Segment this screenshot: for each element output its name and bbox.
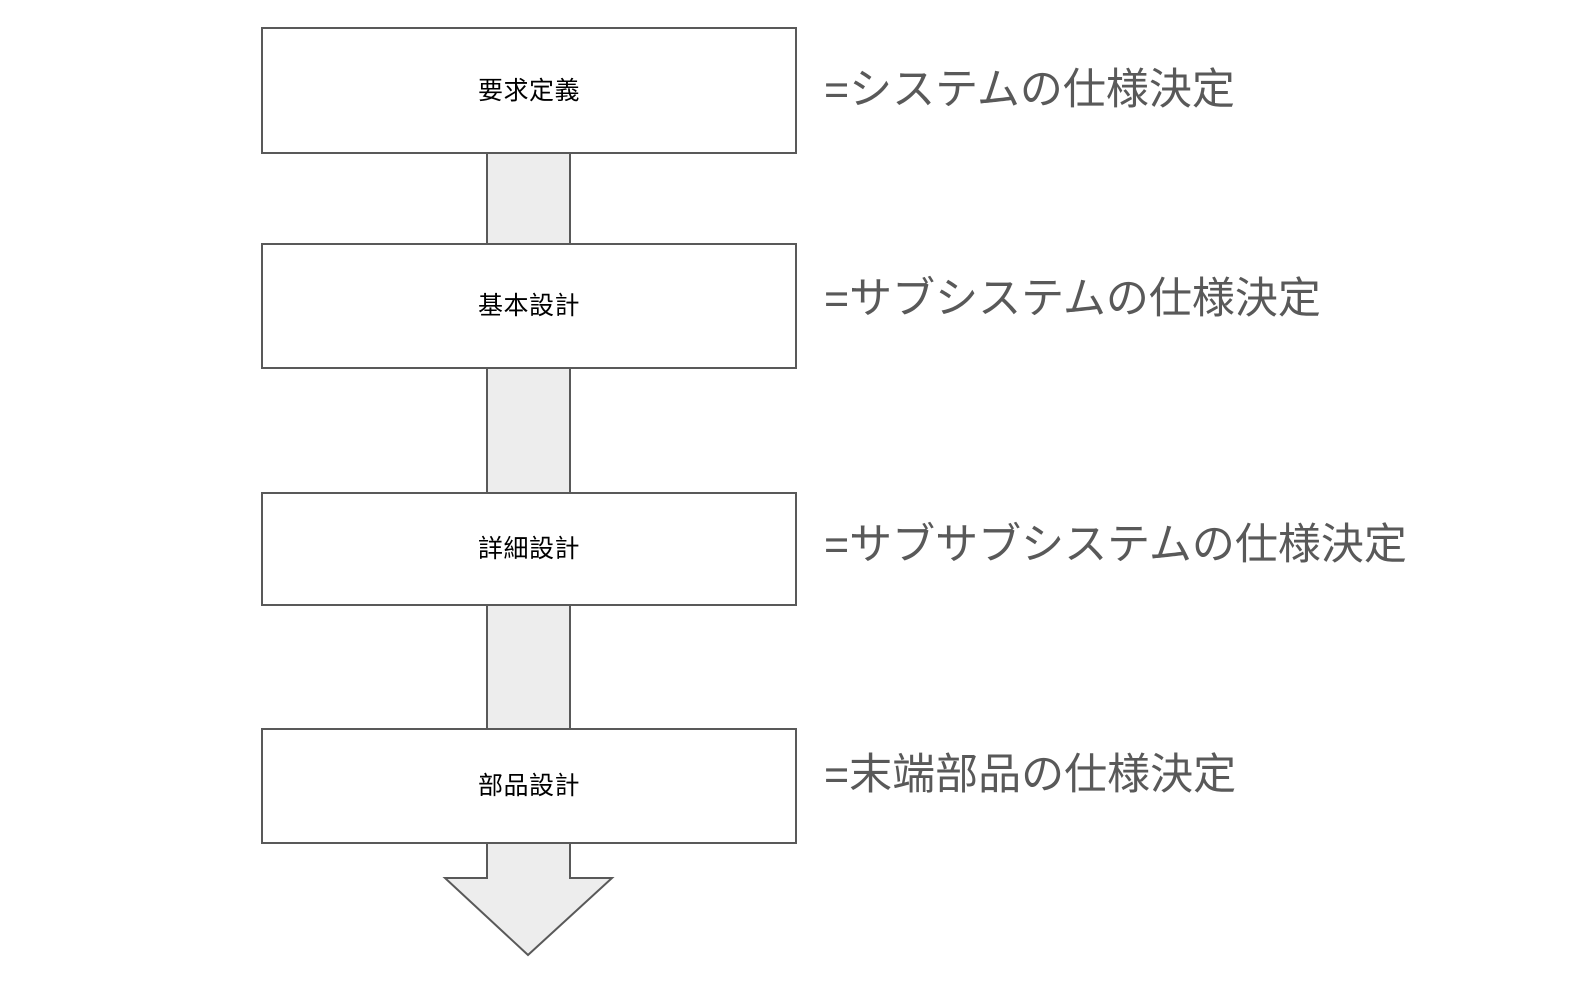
annotation-detailed-design: =サブサブシステムの仕様決定 [824,521,1407,569]
annotation-basic-design: =サブシステムの仕様決定 [824,275,1321,323]
process-box-requirements[interactable]: 要求定義 [261,27,797,154]
annotation-text: =サブシステムの仕様決定 [824,275,1321,323]
process-box-basic-design[interactable]: 基本設計 [261,243,797,369]
annotation-part-design: =末端部品の仕様決定 [824,751,1237,799]
annotation-text: =サブサブシステムの仕様決定 [824,521,1407,569]
annotation-requirements: =システムの仕様決定 [824,66,1235,114]
annotation-text: =システムの仕様決定 [824,66,1235,114]
process-box-part-design[interactable]: 部品設計 [261,728,797,844]
process-box-detailed-design[interactable]: 詳細設計 [261,492,797,606]
process-box-label: 基本設計 [477,292,580,320]
process-box-label: 要求定義 [477,76,580,105]
process-box-label: 詳細設計 [477,535,580,563]
process-box-label: 部品設計 [477,772,580,800]
annotation-text: =末端部品の仕様決定 [824,751,1237,799]
